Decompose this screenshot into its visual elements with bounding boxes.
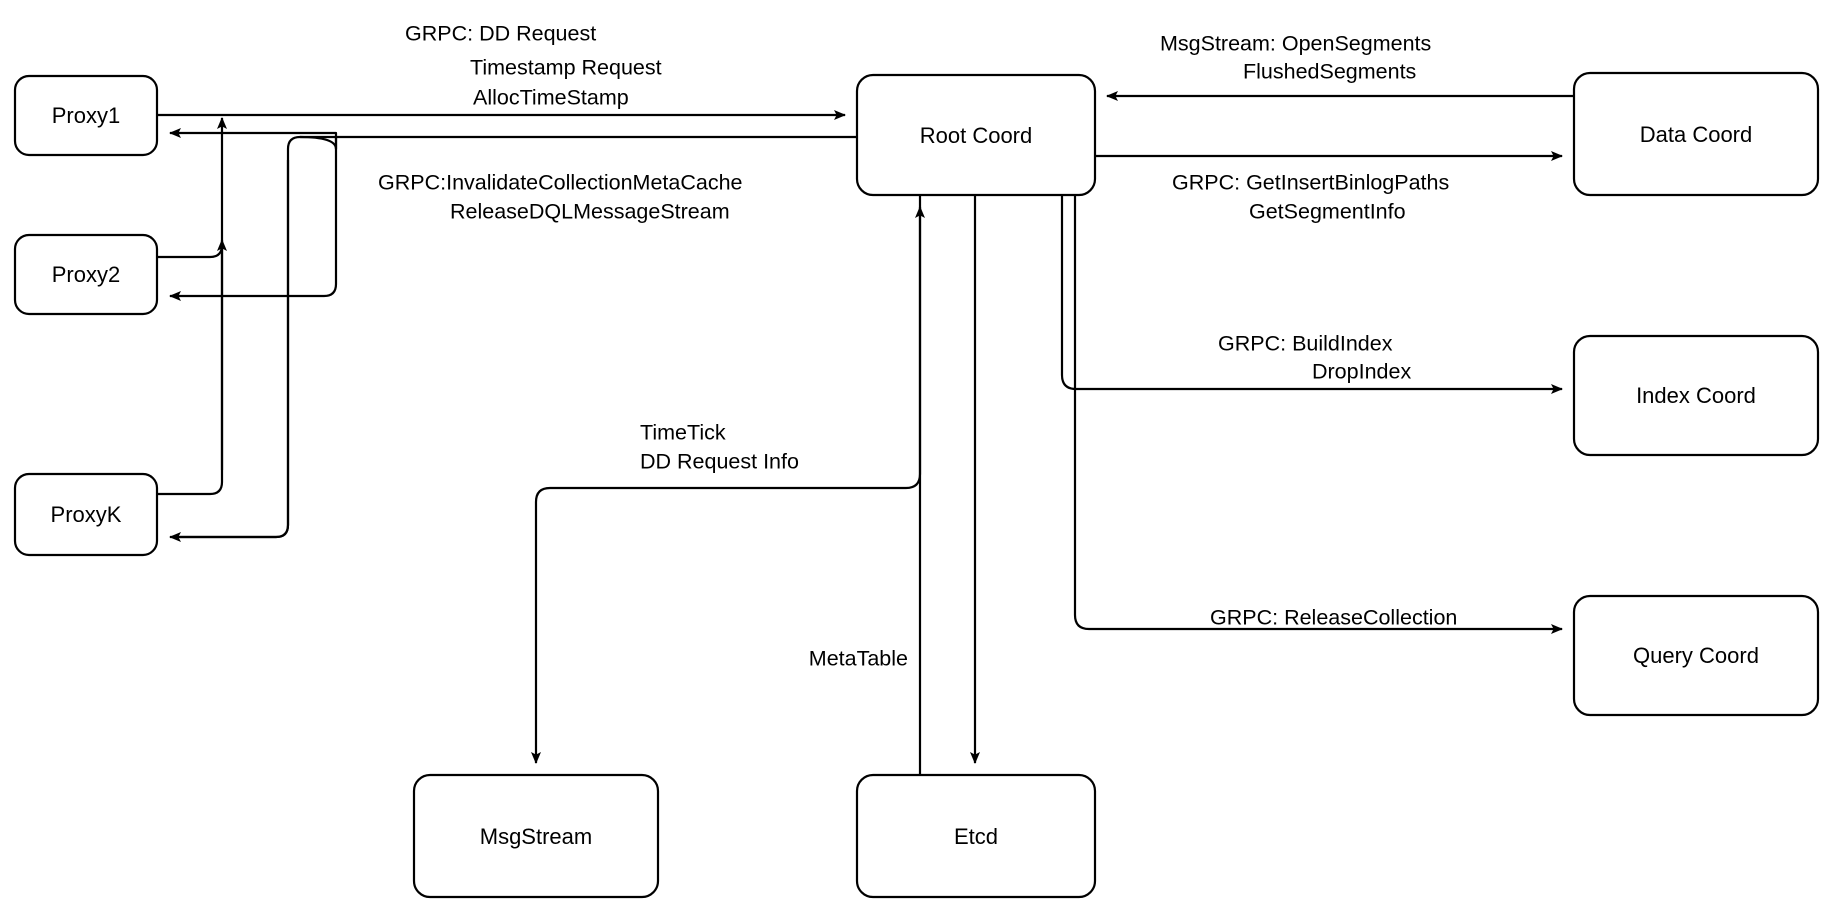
- datacoord-box[interactable]: [1572, 71, 1820, 197]
- node-proxy2[interactable]: Proxy2: [13, 233, 159, 316]
- edge-label-line: Timestamp Request: [470, 56, 662, 80]
- edge-label-proxy-to-root: GRPC: DD Request Timestamp Request Alloc…: [405, 22, 662, 110]
- edge-label-line: MetaTable: [809, 647, 908, 671]
- edge-rootcoord-to-msgstream: [531, 195, 922, 764]
- edge-rootcoord-to-proxyk: [169, 160, 290, 542]
- node-querycoord[interactable]: Query Coord: [1572, 594, 1820, 717]
- edge-label-line: ReleaseDQLMessageStream: [450, 200, 730, 224]
- node-etcd[interactable]: Etcd: [855, 773, 1097, 899]
- indexcoord-label: Index Coord: [1636, 383, 1756, 408]
- node-datacoord[interactable]: Data Coord: [1572, 71, 1820, 197]
- edge-label-line: AllocTimeStamp: [473, 86, 629, 110]
- proxy1-label: Proxy1: [52, 103, 120, 128]
- rootcoord-box[interactable]: [855, 73, 1097, 197]
- node-indexcoord[interactable]: Index Coord: [1572, 334, 1820, 457]
- edge-label-datacoord-to-root: MsgStream: OpenSegments FlushedSegments: [1160, 32, 1431, 84]
- proxy2-box[interactable]: [13, 233, 159, 316]
- edge-layer: [157, 91, 1574, 775]
- datacoord-label: Data Coord: [1640, 122, 1753, 147]
- edge-label-line: GRPC: ReleaseCollection: [1210, 606, 1457, 630]
- msgstream-label: MsgStream: [480, 824, 592, 849]
- edge-label-line: GRPC:InvalidateCollectionMetaCache: [378, 171, 742, 195]
- edge-rootcoord-to-proxy1: [169, 128, 338, 151]
- edge-label-line: GRPC: DD Request: [405, 22, 596, 46]
- proxy1-box[interactable]: [13, 74, 159, 157]
- node-proxy1[interactable]: Proxy1: [13, 74, 159, 157]
- proxyk-box[interactable]: [13, 472, 159, 557]
- edge-label-root-to-proxies: GRPC:InvalidateCollectionMetaCache Relea…: [378, 171, 742, 224]
- edge-label-root-to-datacoord: GRPC: GetInsertBinlogPaths GetSegmentInf…: [1172, 171, 1449, 224]
- proxy2-label: Proxy2: [52, 262, 120, 287]
- etcd-label: Etcd: [954, 824, 998, 849]
- node-msgstream[interactable]: MsgStream: [412, 773, 660, 899]
- edge-label-root-to-querycoord: GRPC: ReleaseCollection: [1210, 606, 1457, 630]
- edge-label-line: GRPC: BuildIndex: [1218, 332, 1393, 356]
- node-layer: Proxy1 Proxy2 ProxyK Root Coord Data Coo…: [13, 71, 1820, 899]
- node-proxyk[interactable]: ProxyK: [13, 472, 159, 557]
- edge-label-line: DD Request Info: [640, 450, 799, 474]
- etcd-box[interactable]: [855, 773, 1097, 899]
- edge-label-line: FlushedSegments: [1243, 60, 1416, 84]
- edge-proxy2-to-trunk: [157, 239, 227, 259]
- msgstream-box[interactable]: [412, 773, 660, 899]
- edge-rootcoord-to-querycoord: [1073, 195, 1563, 634]
- querycoord-box[interactable]: [1572, 594, 1820, 717]
- edge-label-root-etcd: MetaTable: [809, 647, 908, 671]
- rootcoord-label: Root Coord: [920, 123, 1033, 148]
- edge-label-line: GRPC: GetInsertBinlogPaths: [1172, 171, 1449, 195]
- proxyk-label: ProxyK: [51, 502, 122, 527]
- edge-label-root-to-msgstream: TimeTick DD Request Info: [640, 421, 799, 474]
- edge-proxy-bus-vertical: [180, 135, 301, 539]
- edge-label-layer: GRPC: DD Request Timestamp Request Alloc…: [378, 22, 1457, 671]
- edge-label-line: DropIndex: [1312, 360, 1411, 384]
- indexcoord-box[interactable]: [1572, 334, 1820, 457]
- edge-label-root-to-indexcoord: GRPC: BuildIndex DropIndex: [1218, 332, 1411, 384]
- edge-proxyk-to-trunk: [157, 245, 224, 496]
- edge-label-line: TimeTick: [640, 421, 726, 445]
- querycoord-label: Query Coord: [1633, 643, 1759, 668]
- edge-label-line: MsgStream: OpenSegments: [1160, 32, 1431, 56]
- edge-rootcoord-to-proxy2: [169, 137, 338, 301]
- node-rootcoord[interactable]: Root Coord: [855, 73, 1097, 197]
- edge-label-line: GetSegmentInfo: [1249, 200, 1406, 224]
